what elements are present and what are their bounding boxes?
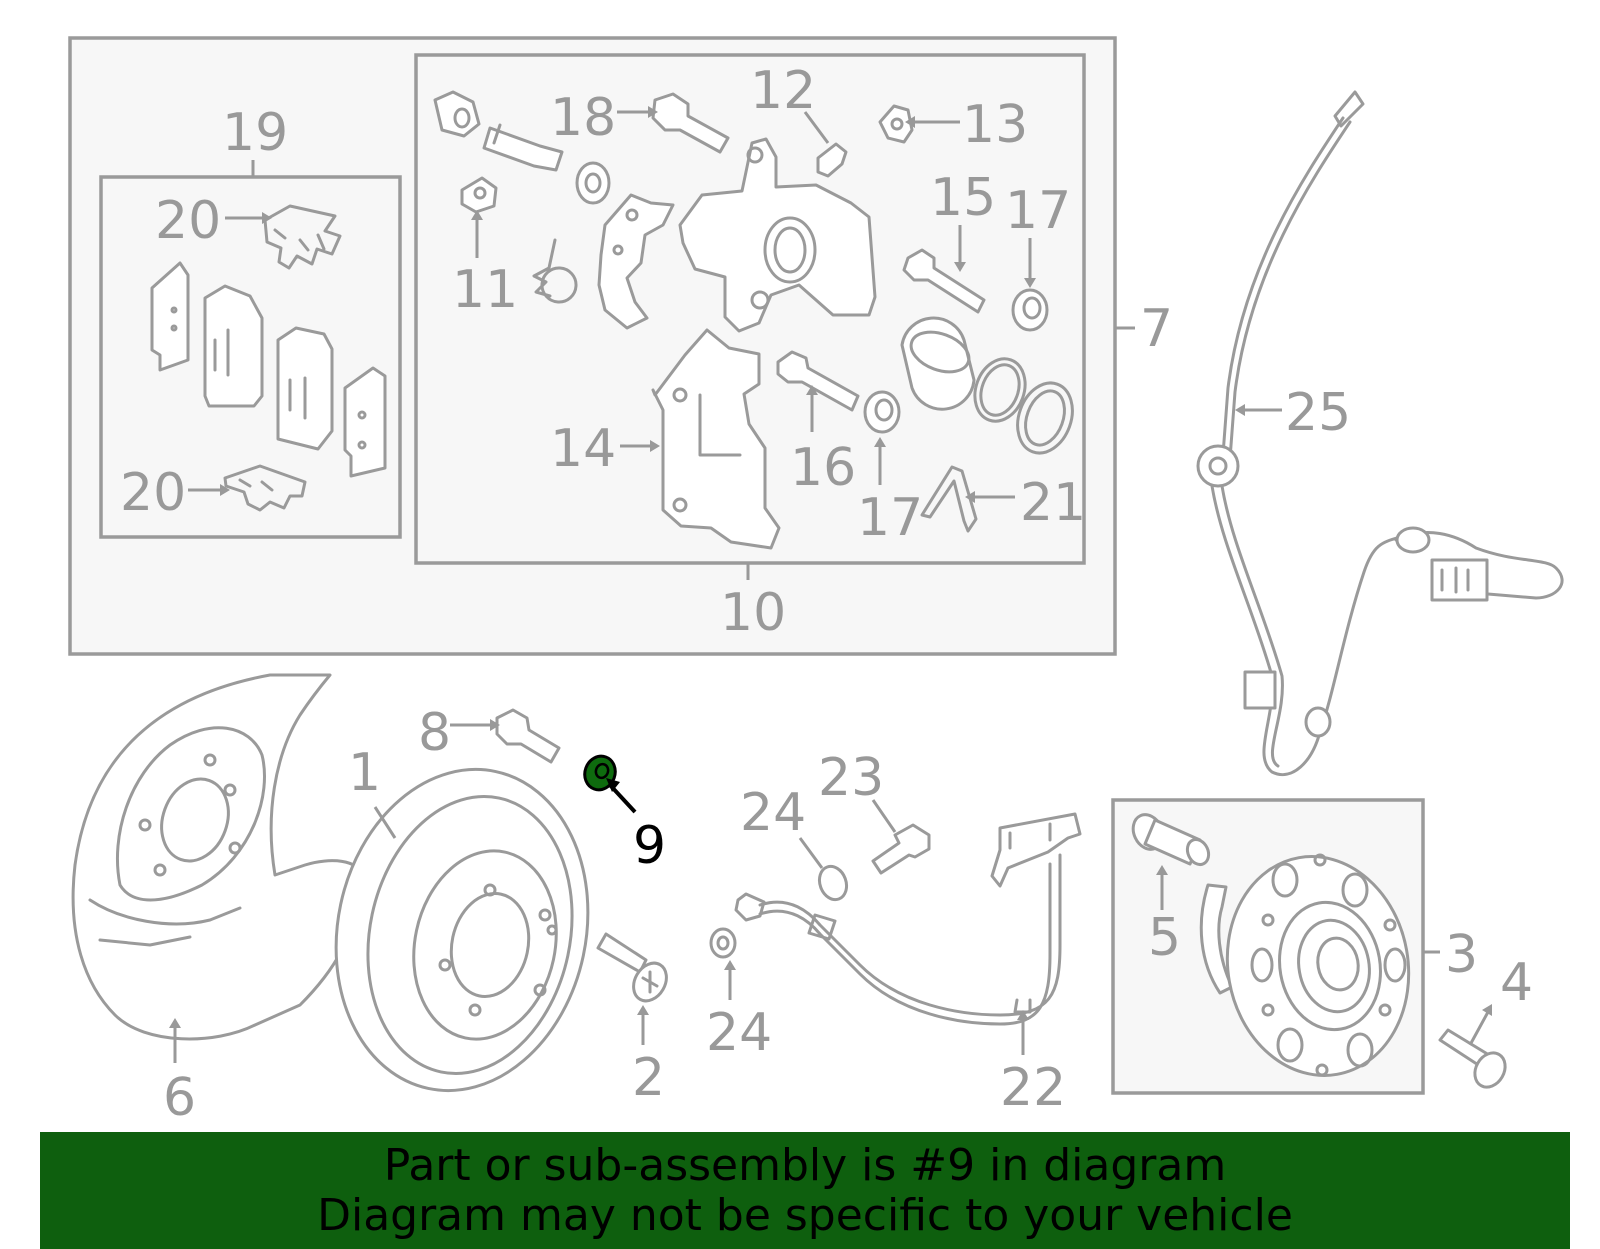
callout-19[interactable]: 19 xyxy=(222,103,288,163)
callout-7[interactable]: 7 xyxy=(1140,299,1173,359)
dust-shield-6 xyxy=(71,673,362,1041)
bushing-17-bottom xyxy=(863,390,901,434)
pad-clips-bottom xyxy=(223,464,307,512)
callout-18[interactable]: 18 xyxy=(550,88,616,148)
piston-boot xyxy=(1016,381,1074,455)
callout-13[interactable]: 13 xyxy=(962,95,1028,155)
brake-hose-22 xyxy=(734,812,1082,1026)
caliper-bracket-plate xyxy=(597,193,675,330)
callout-24-bottom[interactable]: 24 xyxy=(706,1003,772,1063)
washer-24-top xyxy=(817,864,849,902)
bleeder-screw-12 xyxy=(816,142,848,178)
callout-11[interactable]: 11 xyxy=(452,260,518,320)
hub-bearing-3 xyxy=(1199,853,1411,1077)
pad-spring xyxy=(532,238,578,304)
callout-17-top[interactable]: 17 xyxy=(1005,181,1071,241)
rotor-screw-2 xyxy=(596,932,668,1003)
slide-bolt-16 xyxy=(776,350,860,412)
callout-5[interactable]: 5 xyxy=(1148,908,1181,968)
callout-2[interactable]: 2 xyxy=(632,1048,665,1108)
callout-8[interactable]: 8 xyxy=(418,703,451,763)
brake-rotor-1 xyxy=(334,767,590,1093)
dust-cap-11 xyxy=(460,176,498,214)
callout-17-bottom[interactable]: 17 xyxy=(857,488,923,548)
callout-24-top[interactable]: 24 xyxy=(740,783,806,843)
banner-line-1: Part or sub-assembly is #9 in diagram xyxy=(383,1139,1227,1191)
caliper-bolt-18 xyxy=(651,92,730,154)
callout-14[interactable]: 14 xyxy=(550,419,616,479)
bleeder-cap xyxy=(433,90,481,138)
callout-1[interactable]: 1 xyxy=(348,743,381,803)
callout-23[interactable]: 23 xyxy=(818,748,884,808)
bushing-17-top xyxy=(1011,288,1049,332)
callout-20-top[interactable]: 20 xyxy=(155,191,221,251)
hub-bolt-4 xyxy=(1438,1028,1507,1089)
callout-21[interactable]: 21 xyxy=(1020,473,1086,533)
banjo-bolt-23 xyxy=(871,823,931,875)
brake-pads xyxy=(150,261,387,478)
callout-22[interactable]: 22 xyxy=(1000,1058,1066,1118)
piston-seal xyxy=(973,357,1027,423)
callout-6[interactable]: 6 xyxy=(163,1068,196,1128)
bolt-8 xyxy=(495,708,561,764)
callout-25[interactable]: 25 xyxy=(1285,383,1351,443)
callout-3[interactable]: 3 xyxy=(1445,925,1478,985)
anti-rattle-clip-21 xyxy=(920,465,978,533)
banner-line-2: Diagram may not be specific to your vehi… xyxy=(317,1189,1293,1241)
info-banner: Part or sub-assembly is #9 in diagram Di… xyxy=(40,1132,1570,1249)
callout-9[interactable]: 9 xyxy=(633,816,666,876)
callout-16[interactable]: 16 xyxy=(790,438,856,498)
piston xyxy=(900,316,976,411)
wheel-stud-5 xyxy=(1131,813,1211,867)
slide-bolt-15 xyxy=(902,248,986,314)
caliper-carrier-14 xyxy=(651,328,781,550)
washer-24-bottom xyxy=(709,927,737,959)
callout-12[interactable]: 12 xyxy=(750,61,816,121)
callout-15[interactable]: 15 xyxy=(930,168,996,228)
callout-20-bottom[interactable]: 20 xyxy=(120,463,186,523)
boot-small xyxy=(575,161,611,205)
wheel-speed-sensor-25 xyxy=(1196,90,1564,777)
caliper-body xyxy=(678,137,877,333)
guide-pin-top xyxy=(482,123,564,172)
bleeder-cap-13 xyxy=(878,104,914,144)
callout-4[interactable]: 4 xyxy=(1500,953,1533,1013)
pad-clips-top xyxy=(263,204,342,270)
callout-10[interactable]: 10 xyxy=(720,583,786,643)
